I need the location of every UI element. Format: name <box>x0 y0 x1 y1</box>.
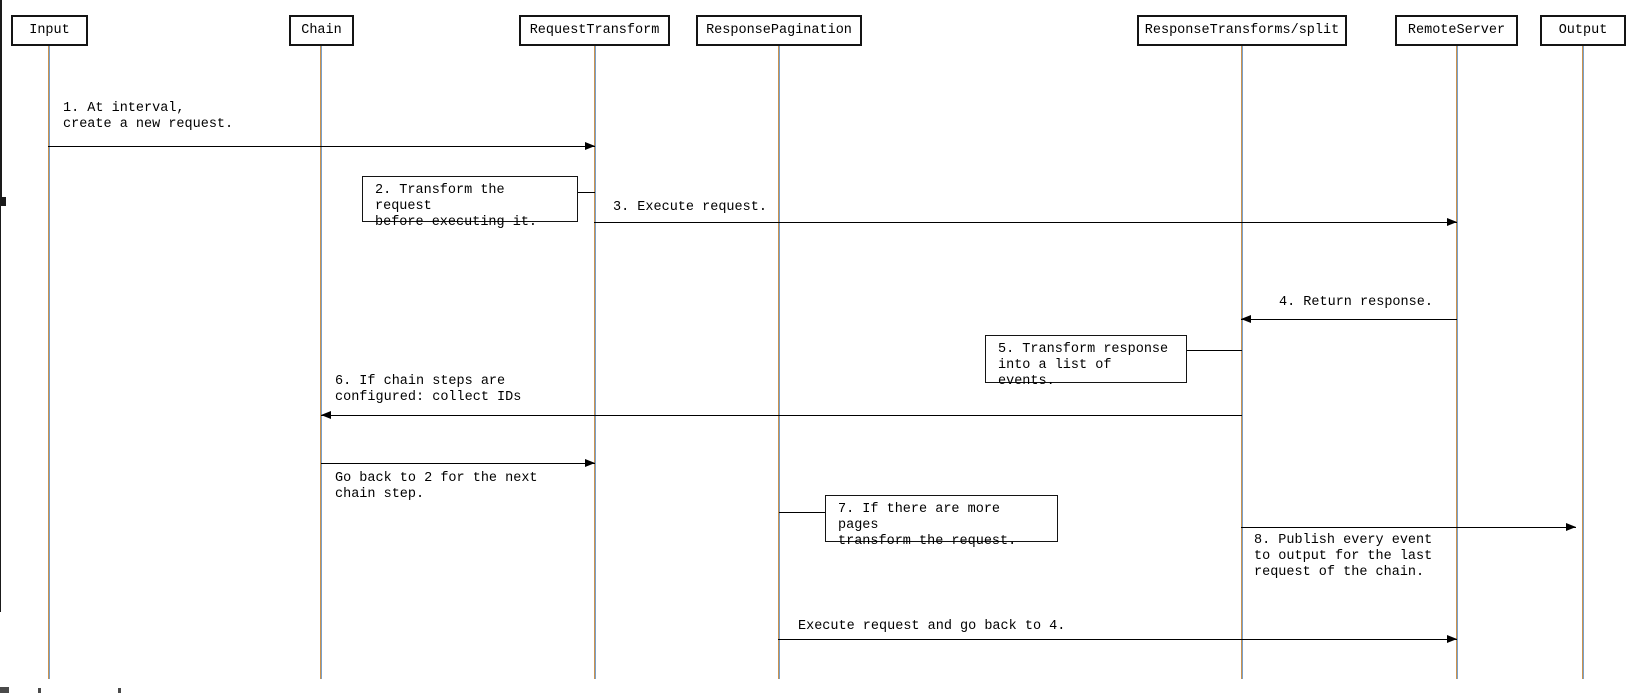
actor-label: Output <box>1558 23 1608 38</box>
message-8-label: 8. Publish every event to output for the… <box>1254 533 1433 580</box>
arrowhead-right-icon <box>1447 635 1457 643</box>
actor-response-pagination: ResponsePagination <box>696 15 862 46</box>
actor-request-transform: RequestTransform <box>519 15 670 46</box>
window-left-border-top <box>0 0 2 198</box>
arrowhead-right-icon <box>1566 523 1576 531</box>
lifeline-remote-server <box>1456 46 1458 679</box>
lifeline-output <box>1582 46 1584 679</box>
clipped-text-fragment <box>38 688 41 693</box>
message-6-arrow <box>321 411 1242 420</box>
note-5: 5. Transform response into a list of eve… <box>985 335 1187 389</box>
lifeline-response-pagination <box>778 46 780 679</box>
actor-label: ResponseTransforms/split <box>1144 23 1340 38</box>
execute-again-arrow <box>778 635 1457 644</box>
actor-input: Input <box>11 15 88 46</box>
actor-label: RemoteServer <box>1407 23 1506 38</box>
go-back-arrow <box>321 459 595 468</box>
arrow-shaft <box>48 146 595 147</box>
message-4-arrow <box>1241 315 1457 324</box>
actor-label: ResponsePagination <box>706 23 852 38</box>
lifeline-request-transform <box>594 46 596 679</box>
window-left-border-bottom <box>0 206 1 612</box>
actor-label: Chain <box>301 23 342 38</box>
message-4-label: 4. Return response. <box>1279 295 1433 310</box>
execute-again-label: Execute request and go back to 4. <box>798 619 1066 634</box>
note-7-connector <box>779 512 826 513</box>
message-6-label: 6. If chain steps are configured: collec… <box>335 374 522 405</box>
arrowhead-left-icon <box>1241 315 1251 323</box>
go-back-label: Go back to 2 for the next chain step. <box>335 471 538 502</box>
actor-response-transforms-split: ResponseTransforms/split <box>1137 15 1347 46</box>
actor-label: Input <box>29 23 70 38</box>
note-2-connector <box>578 192 595 193</box>
actor-label: RequestTransform <box>529 23 660 38</box>
arrow-shaft <box>1241 319 1457 320</box>
actor-output: Output <box>1540 15 1626 46</box>
arrow-shaft <box>1241 527 1576 528</box>
note-2: 2. Transform the request before executin… <box>362 176 578 230</box>
note-7: 7. If there are more pages transform the… <box>825 495 1058 549</box>
window-left-border-notch <box>0 197 6 206</box>
clipped-text-fragment <box>118 688 121 693</box>
arrowhead-right-icon <box>585 459 595 467</box>
arrowhead-right-icon <box>1447 218 1457 226</box>
lifeline-input <box>48 46 50 679</box>
actor-chain: Chain <box>289 15 354 46</box>
arrowhead-left-icon <box>321 411 331 419</box>
lifeline-chain <box>320 46 322 679</box>
actor-remote-server: RemoteServer <box>1395 15 1518 46</box>
arrow-shaft <box>778 639 1457 640</box>
note-5-connector <box>1186 350 1242 351</box>
lifeline-response-transforms-split <box>1241 46 1243 679</box>
message-1-label: 1. At interval, create a new request. <box>63 101 234 132</box>
message-8-arrow <box>1241 523 1576 532</box>
message-3-label: 3. Execute request. <box>613 200 767 215</box>
arrow-shaft <box>321 415 1242 416</box>
arrowhead-right-icon <box>585 142 595 150</box>
message-1-arrow <box>48 142 595 151</box>
arrow-shaft <box>594 222 1457 223</box>
message-3-arrow <box>594 218 1457 227</box>
clipped-text-fragment <box>0 687 9 693</box>
arrow-shaft <box>321 463 595 464</box>
